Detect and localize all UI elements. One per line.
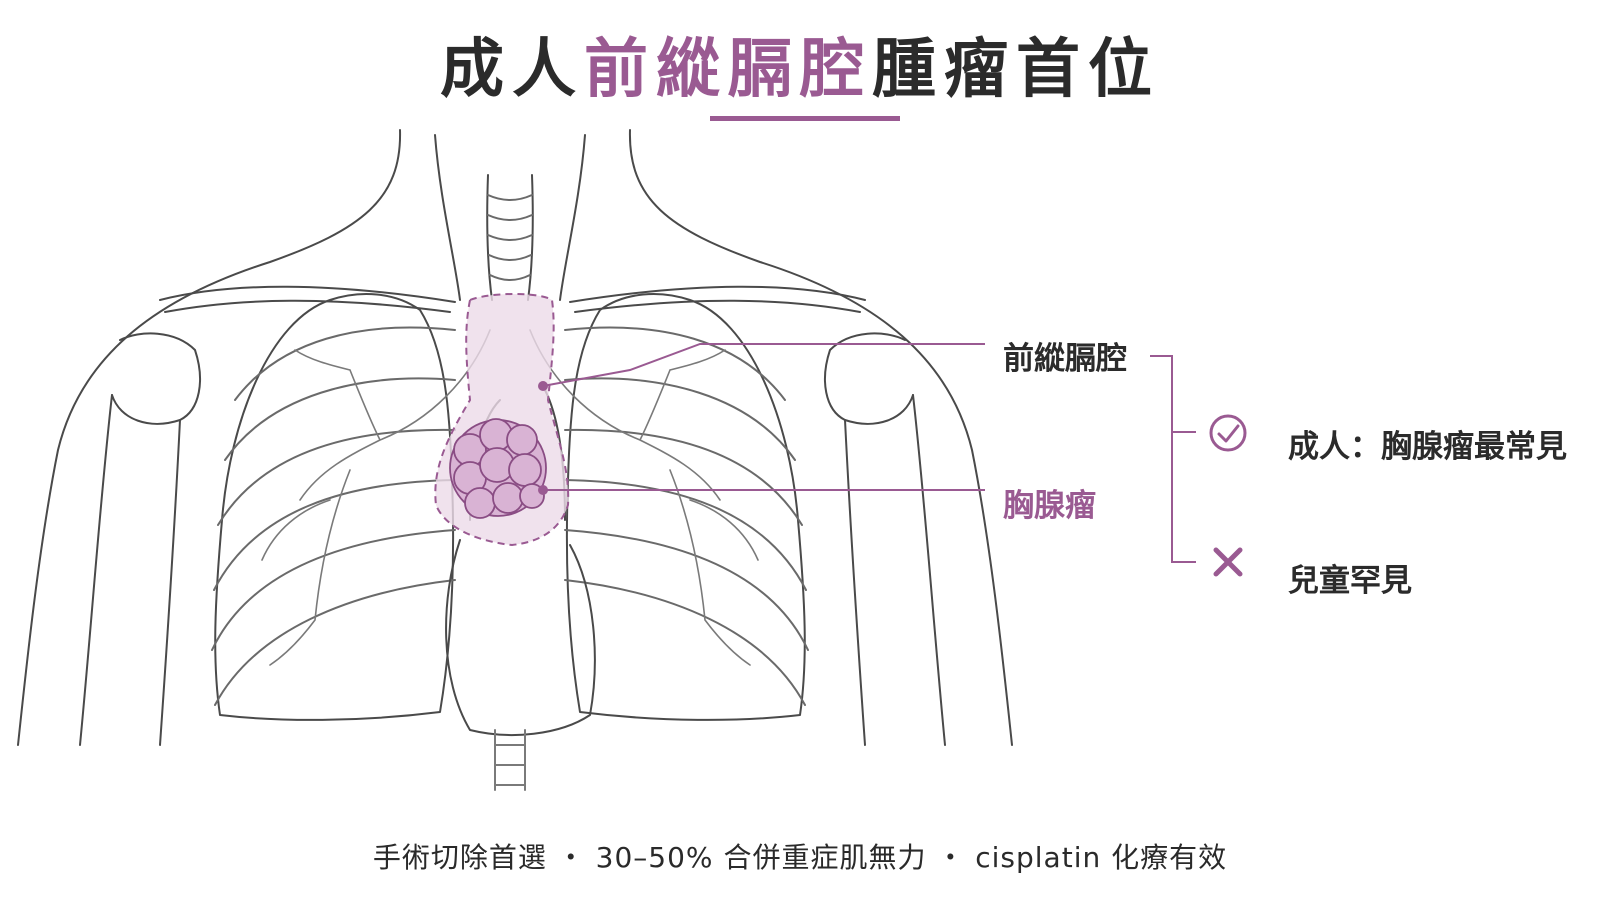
footer-note: 手術切除首選 ・ 30–50% 合併重症肌無力 ・ cisplatin 化療有效	[372, 841, 1228, 874]
ribs-right	[564, 326, 809, 706]
clavicle-right	[569, 285, 866, 303]
title-prefix: 成人	[440, 33, 584, 107]
shoulder-left	[111, 332, 201, 425]
x-mark-icon	[1213, 547, 1243, 577]
spine	[494, 729, 526, 791]
bronchi-right	[529, 329, 759, 666]
clavicle-left	[159, 285, 456, 303]
title-suffix: 腫瘤首位	[872, 33, 1160, 107]
leader-line-mediastinum	[542, 343, 985, 387]
bracket-line	[1150, 355, 1196, 563]
page-title: 成人前縱膈腔腫瘤首位	[0, 18, 1600, 110]
clavicle-left-lower	[164, 299, 451, 313]
shoulder-right	[824, 332, 914, 425]
label-thymoma: 胸腺瘤	[1003, 488, 1096, 524]
body-outline-right	[628, 129, 1013, 746]
neck-right	[559, 134, 586, 301]
branch-adult-text: 成人：胸腺瘤最常見	[1288, 429, 1567, 465]
clavicle-right-lower	[574, 299, 861, 313]
neck-left	[434, 134, 461, 301]
branch-child-text: 兒童罕見	[1288, 563, 1412, 599]
check-circle-icon	[1209, 414, 1247, 452]
arm-right	[844, 394, 946, 746]
trachea	[486, 174, 534, 301]
label-anterior-mediastinum: 前縱膈腔	[1003, 341, 1127, 377]
thymoma-mass	[449, 418, 547, 519]
lung-left	[214, 293, 455, 721]
title-underline	[710, 116, 900, 121]
lung-right	[565, 293, 806, 721]
ribs-left	[211, 326, 456, 706]
trachea-rings	[487, 194, 533, 281]
body-outline-left	[17, 129, 402, 746]
title-highlight: 前縱膈腔	[584, 33, 872, 107]
heart	[445, 539, 596, 736]
leader-dot-thymoma	[538, 485, 548, 495]
bronchi-left	[261, 329, 491, 666]
arm-left	[79, 394, 181, 746]
leader-dot-mediastinum	[538, 381, 548, 391]
